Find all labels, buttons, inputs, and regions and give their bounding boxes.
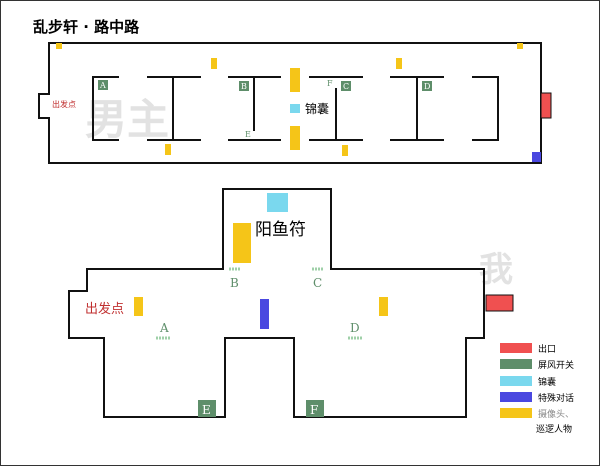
switch-a [98,80,108,90]
legend-label-dialog: 特殊对话 [538,392,574,404]
bottom-exit-marker [485,294,514,312]
svg-text:D: D [424,82,430,91]
svg-text:A: A [99,81,106,90]
camera-marker [165,144,171,155]
switch-f [306,400,324,417]
top-cameras [56,43,523,156]
camera-marker [290,68,300,92]
wall [147,76,201,141]
bottom-map [68,188,485,418]
bottom-gates [156,267,363,340]
camera-marker [134,297,143,316]
wall [309,76,363,141]
camera-marker [517,43,523,49]
top-pouch-marker [290,104,300,113]
switch-d [422,81,432,91]
top-map-outline [38,42,542,164]
wall [390,76,444,141]
legend-label-exit: 出口 [538,343,556,355]
legend: 出口 屏风开关 锦囊 特殊对话 摄像头、 巡逻人物 [500,343,574,435]
svg-text:B: B [241,82,247,91]
svg-text:E: E [202,403,211,417]
yang-fish-talisman-marker [267,193,288,212]
legend-swatch-dialog [500,392,532,402]
wall [228,76,281,141]
camera-marker [233,223,251,263]
wall [472,76,499,141]
legend-label-patrol: 巡逻人物 [536,423,572,435]
switch-b-label: B [230,276,239,290]
legend-label-pouch: 锦囊 [538,376,556,388]
top-map: 男主 [38,42,542,164]
legend-label-switch: 屏风开关 [538,359,574,371]
title: 乱步轩 · 路中路 [33,18,140,36]
legend-label-camera: 摄像头、 [538,408,574,420]
yang-fish-talisman-label: 阳鱼符 [255,220,306,240]
bottom-start-label: 出发点 [85,301,124,317]
switch-f: F [327,79,333,88]
switch-c [341,81,351,91]
top-switches: A B C D E F [98,79,432,139]
legend-swatch-pouch [500,376,532,386]
camera-marker [56,43,62,49]
top-special-dialog-marker [532,152,541,162]
wall [92,76,119,141]
camera-marker [211,58,217,69]
legend-swatch-camera [500,408,532,418]
switch-d-label: D [350,321,360,335]
svg-text:C: C [343,82,349,91]
camera-marker [379,297,388,316]
legend-swatch-switch [500,359,532,369]
switch-a-label: A [159,321,169,335]
bottom-map-outline [68,188,485,418]
switch-e: E [245,130,251,139]
special-dialog-marker [260,299,269,329]
switch-c-label: C [313,276,322,290]
camera-marker [290,126,300,150]
top-start-label: 出发点 [52,99,76,109]
watermark-male-lead: 男主 [85,95,169,144]
legend-swatch-exit [500,343,532,353]
camera-marker [396,58,402,69]
switch-e [198,400,216,417]
camera-marker [342,145,348,156]
top-exit-marker [540,92,552,119]
switch-b [239,81,249,91]
svg-text:F: F [310,403,318,417]
top-pouch-label: 锦囊 [305,101,329,116]
